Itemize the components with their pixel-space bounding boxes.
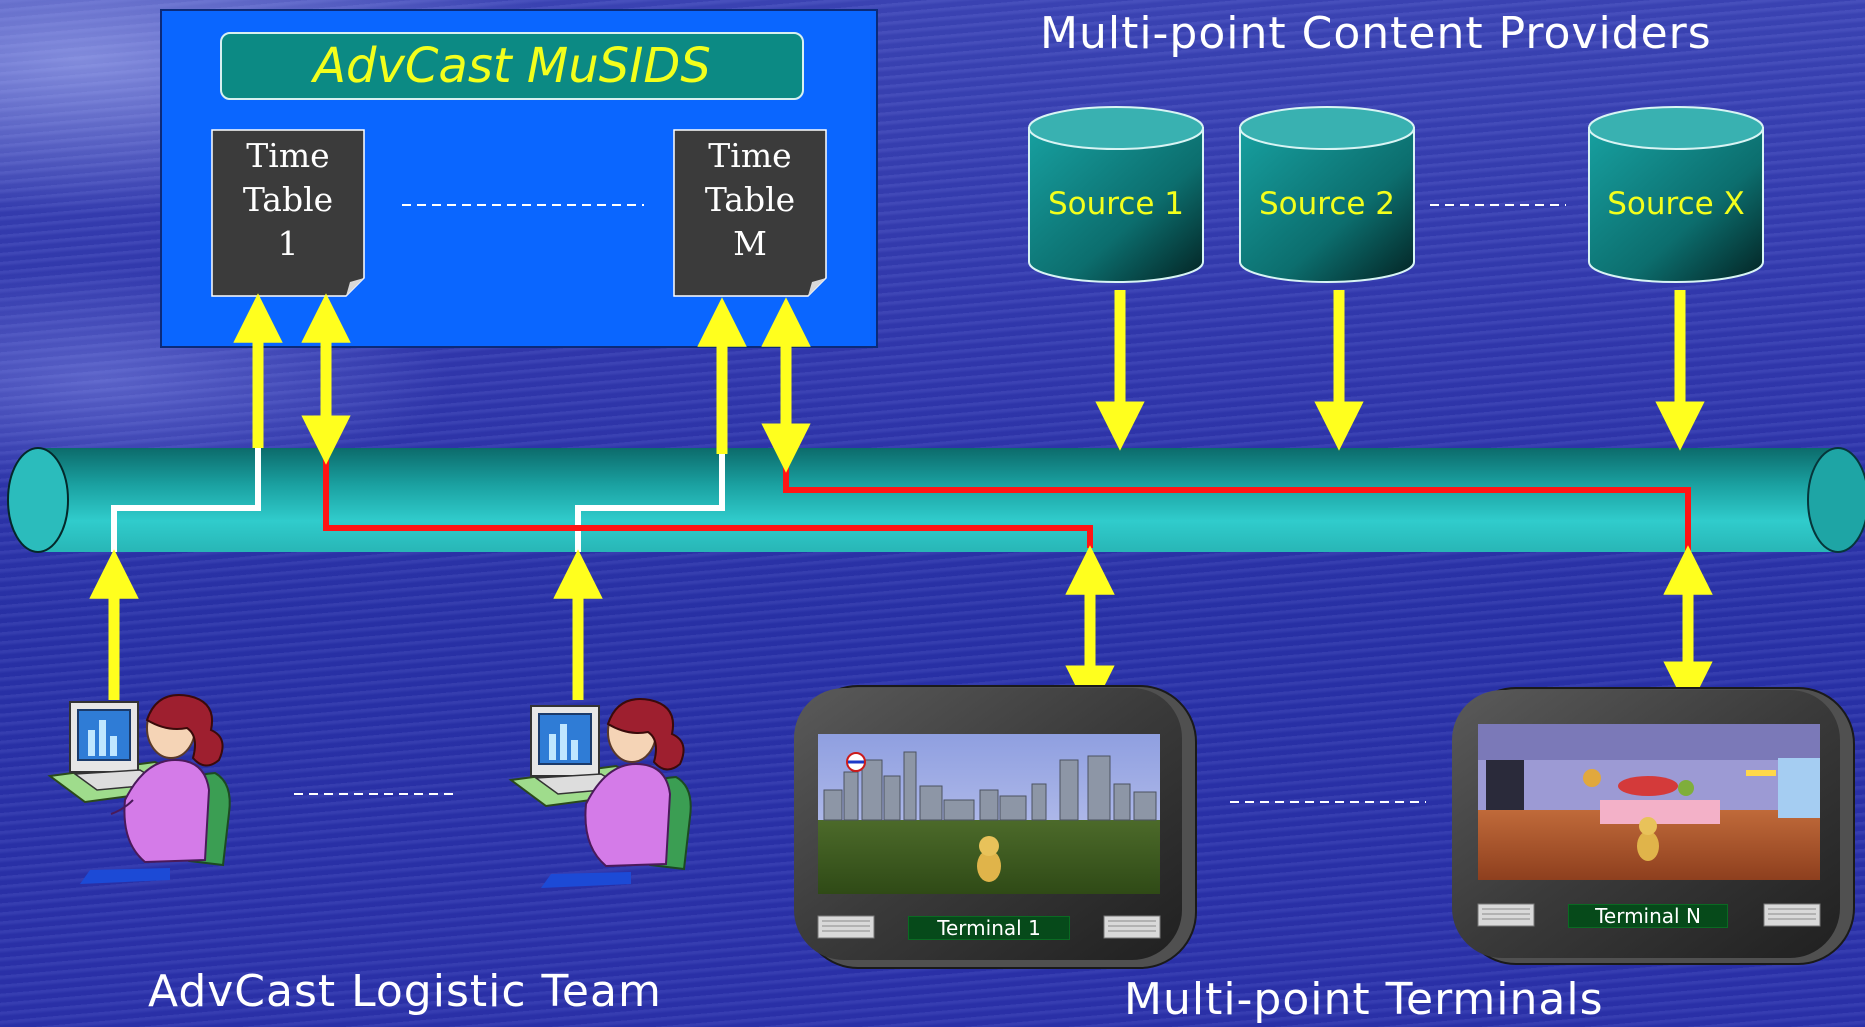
- timetable-m-label: Time Table M: [704, 136, 796, 263]
- source-1-cylinder: [1028, 106, 1204, 283]
- terminal-n-device: [1452, 687, 1855, 965]
- team-member-2-icon: [508, 698, 692, 888]
- source-x-cylinder: [1588, 106, 1764, 283]
- source-2-label: Source 2: [1258, 186, 1396, 222]
- terminals-heading: Multi-point Terminals: [1124, 974, 1604, 1025]
- source-2-cylinder: [1239, 106, 1415, 283]
- team-heading: AdvCast Logistic Team: [148, 966, 662, 1017]
- timetable-1-label: Time Table 1: [242, 136, 334, 263]
- terminal-1-label: Terminal 1: [908, 916, 1070, 940]
- arrows: [89, 290, 1713, 715]
- providers-heading: Multi-point Content Providers: [1040, 8, 1712, 59]
- source-1-label: Source 1: [1047, 186, 1185, 222]
- route-terminal-1: [323, 448, 1093, 548]
- timetable-1-document: [211, 129, 365, 297]
- musids-title: AdvCast MuSIDS: [220, 32, 804, 100]
- terminal-1-device: [794, 685, 1197, 969]
- team-member-1-icon: [47, 694, 231, 884]
- timetable-m-document: [673, 129, 827, 297]
- network-bus: [7, 447, 1865, 553]
- terminal-1-screen: [818, 734, 1160, 894]
- terminal-n-label: Terminal N: [1568, 904, 1728, 928]
- source-x-label: Source X: [1607, 186, 1745, 222]
- terminal-n-screen: [1478, 724, 1820, 880]
- team-link-1: [111, 448, 261, 552]
